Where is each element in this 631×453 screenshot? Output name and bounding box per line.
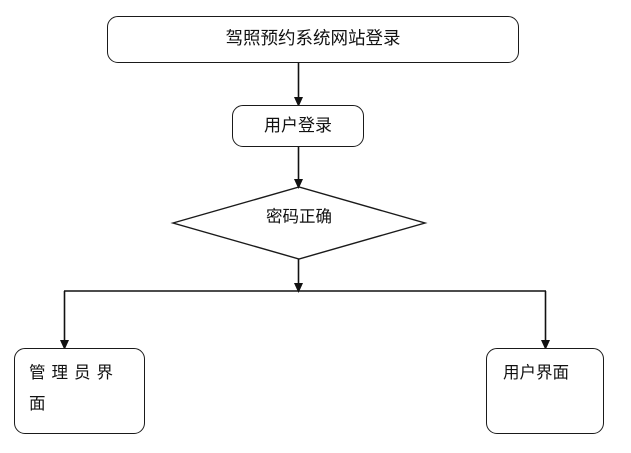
node-user-login[interactable]: 用户登录 <box>232 105 364 147</box>
node-admin-ui-label: 管理员界 面 <box>29 363 119 413</box>
node-decision-label: 密码正确 <box>266 207 332 226</box>
node-user-ui-label: 用户界面 <box>503 363 569 382</box>
node-start-label: 驾照预约系统网站登录 <box>225 28 401 49</box>
node-user-login-label: 用户登录 <box>264 115 332 136</box>
node-decision[interactable]: 密码正确 <box>173 187 425 259</box>
node-user-ui[interactable]: 用户界面 <box>486 348 604 434</box>
decision-diamond-outline <box>170 186 428 260</box>
node-start[interactable]: 驾照预约系统网站登录 <box>107 16 519 63</box>
node-admin-ui[interactable]: 管理员界 面 <box>14 348 145 434</box>
